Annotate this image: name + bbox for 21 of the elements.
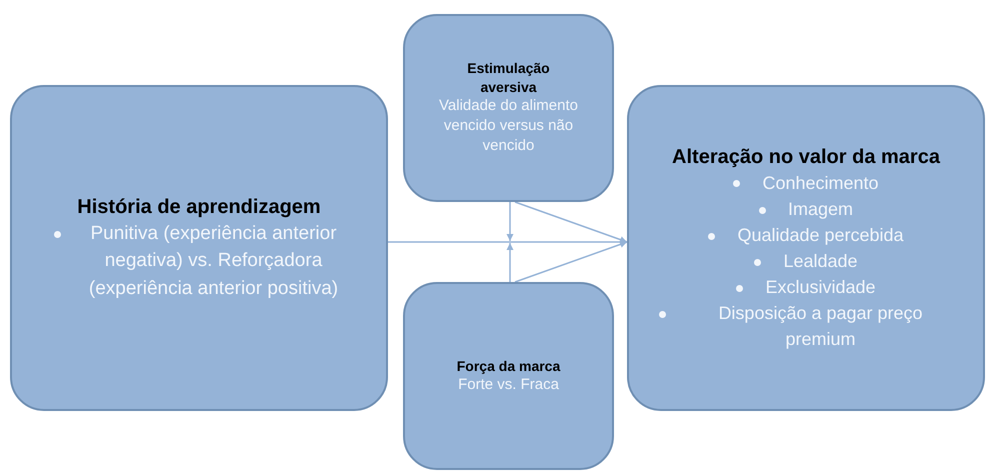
arrow [506,243,514,282]
box-heading: Força da marca [456,356,560,375]
arrow [506,202,514,241]
bullet-text: Disposição a pagar preço premium [717,302,924,352]
bullet-text: Qualidade percebida [737,224,904,247]
bullet-text: Punitiva (experiência anterior negativa) vs. Reforçadora (experiência anterior positiva) [88,222,340,301]
box-heading: Estimulação aversiva [466,59,551,96]
rounded-box [403,282,614,470]
rounded-box [10,85,388,411]
rounded-box [627,85,985,411]
rounded-box [403,14,614,202]
bullet-text: Conhecimento [762,172,879,195]
box-text: Validade do alimento vencido versus não vencido [439,96,578,156]
bullet-text: Lealdade [783,250,858,273]
bullet-text: Imagem [788,198,854,221]
bullet-text: Exclusividade [765,276,876,300]
box-heading: História de aprendizagem [77,194,321,220]
box-text: Forte vs. Fraca [458,374,559,395]
arrow [514,201,628,243]
box-heading: Alteração no valor da marca [672,144,940,170]
arrow [514,241,628,283]
